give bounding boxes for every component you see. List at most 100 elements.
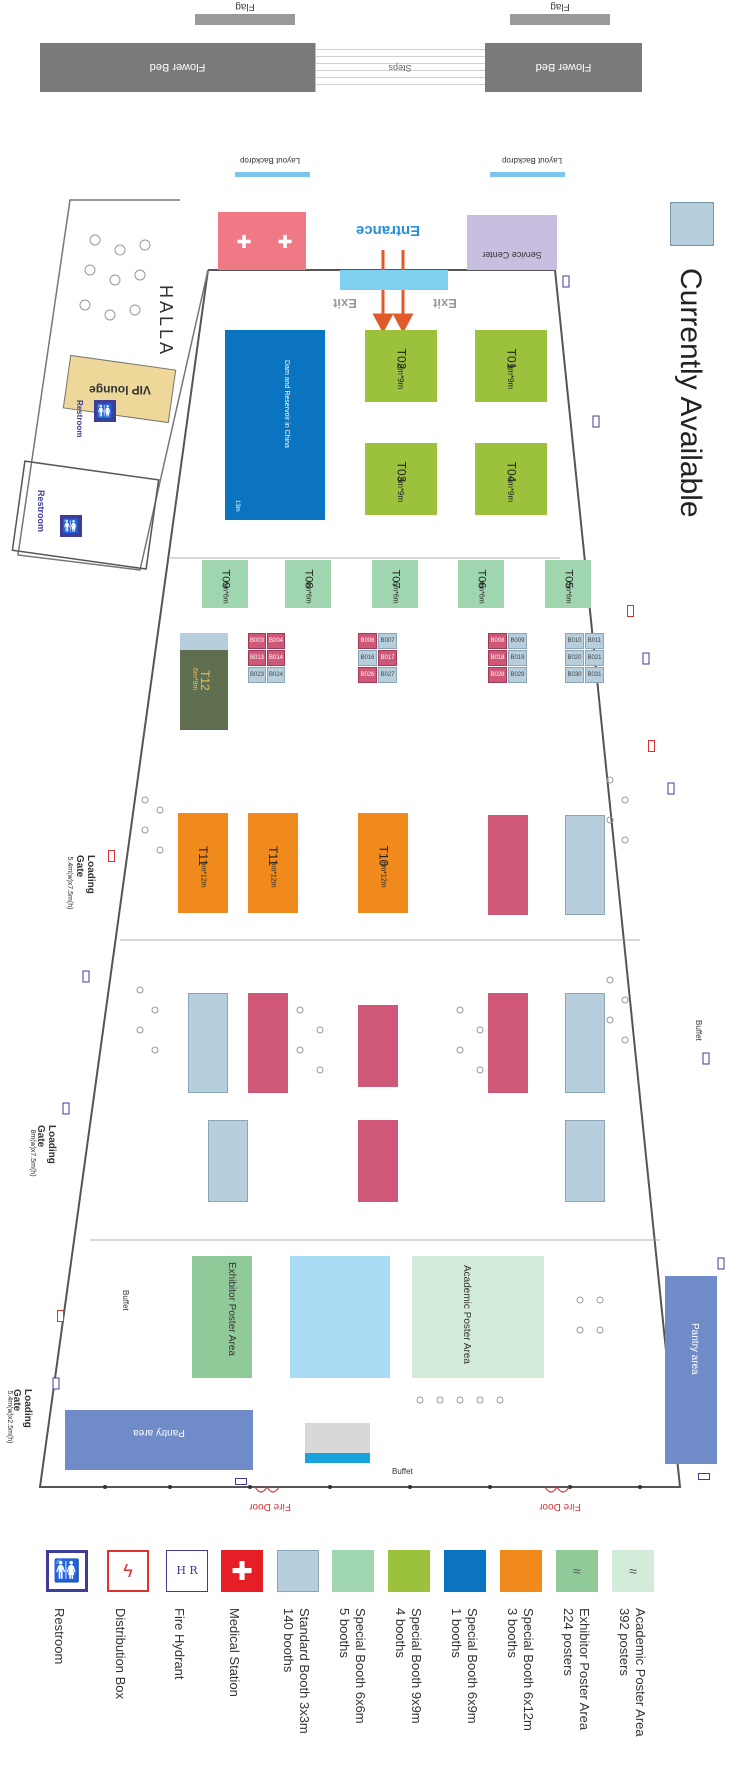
booth-t01[interactable]: T01 9m*9m <box>475 330 547 402</box>
flag-left <box>195 14 295 25</box>
pantry-area-left <box>65 1410 253 1470</box>
booth-size: 6m*12m <box>269 860 277 888</box>
booth-size: 6m*6m <box>564 580 572 604</box>
legend-exhibitor-poster-swatch: ≈ <box>556 1550 598 1592</box>
backdrop-right <box>490 172 565 177</box>
booth-block-r2b <box>565 815 605 915</box>
loading-gate-2-label: Loading Gate <box>35 1125 57 1164</box>
academic-poster-label: Academic Poster Area <box>461 1265 472 1364</box>
restroom-icon: 🚻 <box>94 400 116 422</box>
loading-gate-3-label: Loading Gate <box>11 1389 33 1428</box>
flag-right <box>510 14 610 25</box>
booth-b030[interactable]: B030 <box>565 667 584 683</box>
booth-b006[interactable]: B006 <box>358 633 377 649</box>
booth-t10[interactable]: T10 6m*12m <box>358 813 408 913</box>
pantry-area-right <box>665 1276 717 1464</box>
booth-b004[interactable]: B004 <box>267 633 285 649</box>
booth-b013[interactable]: B013 <box>248 650 266 666</box>
booth-b016[interactable]: B016 <box>358 650 377 666</box>
booth-t07[interactable]: T07 6m*6m <box>372 560 418 608</box>
booth-t06[interactable]: T06 6m*6m <box>458 560 504 608</box>
booth-block-r1c: B006 B007 B016 B017 B026 B027 <box>358 633 398 733</box>
service-center <box>467 215 557 270</box>
booth-b027[interactable]: B027 <box>378 667 397 683</box>
legend-fire-hydrant-icon: H R <box>166 1550 208 1592</box>
booth-t05[interactable]: T05 6m*6m <box>545 560 591 608</box>
booth-b017[interactable]: B017 <box>378 650 397 666</box>
booth-size: 6m*12m <box>379 860 387 888</box>
booth-t03[interactable]: T03 9m*9m <box>365 443 437 515</box>
booth-size: 6m*6m <box>391 580 399 604</box>
booth-t02[interactable]: T02 9m*9m <box>365 330 437 402</box>
booth-t09[interactable]: T09 6m*6m <box>202 560 248 608</box>
dam-booth[interactable] <box>225 330 325 520</box>
entrance-door <box>340 270 448 290</box>
exhibitor-poster-label: Exhibitor Poster Area <box>226 1262 237 1356</box>
booth-b011[interactable]: B011 <box>585 633 604 649</box>
legend-special-6x9-label: Special Booth 6x9m <box>465 1608 480 1724</box>
booth-block-r3b <box>248 993 288 1093</box>
booth-b014[interactable]: B014 <box>267 650 285 666</box>
booth-b031[interactable]: B031 <box>585 667 604 683</box>
legend-medical-station-label: Medical Station <box>227 1608 242 1697</box>
pantry-left-label: Pantry area <box>133 1427 185 1439</box>
booth-b010[interactable]: B010 <box>565 633 584 649</box>
booth-b003[interactable]: B003 <box>248 633 266 649</box>
academic-poster-area[interactable] <box>412 1256 544 1378</box>
legend-fire-hydrant-label: Fire Hydrant <box>172 1608 187 1680</box>
booth-b028[interactable]: B028 <box>488 667 507 683</box>
booth-block-r1d-b: B004 B014 B024 <box>267 633 285 733</box>
exit-left-label: Exit <box>333 296 357 312</box>
booth-block-r4c <box>565 1120 605 1202</box>
booth-b023[interactable]: B023 <box>248 667 266 683</box>
fire-hydrant-icon <box>52 1377 60 1390</box>
restroom-label-2: Restroom <box>36 490 46 533</box>
dam-label: Dam and Reservoir in China <box>283 360 290 448</box>
legend-special-6x9-count: 1 booths <box>449 1608 464 1658</box>
booth-b021[interactable]: B021 <box>585 650 604 666</box>
legend-distribution-box-label: Distribution Box <box>113 1608 128 1700</box>
distribution-box-icon <box>627 605 634 617</box>
booth-b008[interactable]: B008 <box>488 633 507 649</box>
booth-b026[interactable]: B026 <box>358 667 377 683</box>
booth-size: 9m*9m <box>506 476 516 502</box>
loading-gate-1-label: Loading Gate <box>74 855 96 894</box>
dam-dim-label: 13m <box>234 500 240 512</box>
fire-door-right-label: Fire Door <box>539 1501 581 1513</box>
fire-hydrant-icon <box>592 415 600 428</box>
booth-t11-b[interactable]: T11 6m*12m <box>248 813 298 913</box>
booth-b029[interactable]: B029 <box>508 667 527 683</box>
booth-b009[interactable]: B009 <box>508 633 527 649</box>
legend-special-6x12-swatch <box>500 1550 542 1592</box>
service-center-label: Service Center <box>482 250 542 260</box>
flower-bed-right <box>485 43 642 92</box>
legend-academic-poster-count: 392 posters <box>617 1608 632 1676</box>
booth-b019[interactable]: B019 <box>508 650 527 666</box>
distribution-box-icon <box>108 850 115 862</box>
restroom-icon: 🚻 <box>60 515 82 537</box>
booth-block-r4a <box>208 1120 248 1202</box>
backdrop-left <box>235 172 310 177</box>
booth-b020[interactable]: B020 <box>565 650 584 666</box>
fire-hydrant-icon <box>82 970 90 983</box>
loading-gate-2-size: 8m(w)x7.5m(h) <box>29 1129 37 1177</box>
booth-b018[interactable]: B018 <box>488 650 507 666</box>
legend-special-6x12-count: 3 booths <box>505 1608 520 1658</box>
booth-block-r4b <box>358 1120 398 1202</box>
loading-gate-3-size: 5.4m(w)x2.5m(h) <box>6 1390 14 1444</box>
vip-lounge-label: VIP lounge <box>89 383 151 397</box>
booth-size: 9m*9m <box>396 363 406 389</box>
booth-t04[interactable]: T04 9m*9m <box>475 443 547 515</box>
pantry-right-label: Pantry area <box>689 1323 700 1375</box>
legend-standard-booth-label: Standard Booth 3x3m <box>297 1608 312 1734</box>
booth-b024[interactable]: B024 <box>267 667 285 683</box>
t12-size: 6m*9m <box>191 668 198 691</box>
booth-b007[interactable]: B007 <box>378 633 397 649</box>
booth-t11-a[interactable]: T11 6m*12m <box>178 813 228 913</box>
booth-t12[interactable] <box>180 650 228 730</box>
booth-size: 9m*9m <box>396 476 406 502</box>
steps <box>315 43 487 92</box>
exhibitor-poster-area[interactable] <box>192 1256 252 1378</box>
booth-t08[interactable]: T08 6m*6m <box>285 560 331 608</box>
t12-id: T12 <box>198 670 212 691</box>
